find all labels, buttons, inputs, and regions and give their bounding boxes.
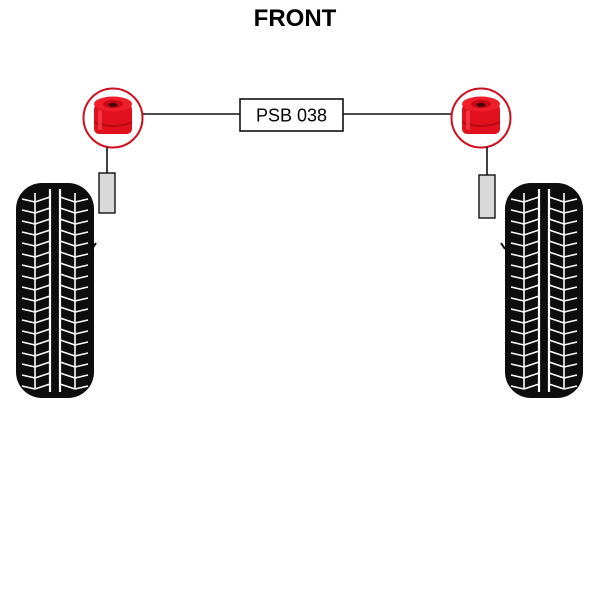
right-tyre bbox=[500, 183, 583, 398]
left-drop-link bbox=[98, 147, 116, 214]
part-code-box bbox=[239, 98, 344, 132]
left-bush bbox=[82, 87, 144, 149]
part-code-text: PSB 038 bbox=[256, 106, 327, 126]
drop-link-icon bbox=[478, 174, 496, 219]
part-code-label: PSB 038 bbox=[239, 98, 344, 132]
tyre-icon bbox=[16, 183, 97, 398]
right-bush bbox=[450, 87, 512, 149]
tyre-icon bbox=[500, 183, 583, 398]
polyurethane-bush-icon bbox=[461, 96, 501, 134]
right-drop-link bbox=[478, 147, 496, 219]
polyurethane-bush-icon bbox=[93, 96, 133, 134]
diagram-title: FRONT bbox=[254, 5, 337, 32]
left-tyre bbox=[16, 183, 97, 398]
drop-link-icon bbox=[98, 172, 116, 214]
